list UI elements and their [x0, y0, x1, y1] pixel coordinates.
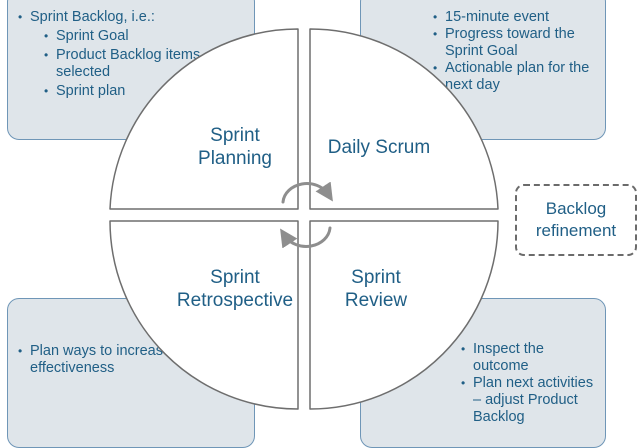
- quadrant-sprint-review: [309, 220, 499, 410]
- quadrant-daily-scrum: [309, 28, 499, 210]
- sprint-planning-label: Sprint Planning: [198, 125, 272, 169]
- sprint-backlog-sublist: Sprint Goal Product Backlog items select…: [42, 28, 246, 100]
- cycle-arrows-icon: [280, 181, 333, 249]
- sprint-planning-list: Sprint Backlog, i.e.: Sprint Goal Produc…: [16, 9, 246, 100]
- list-item: 15-minute event: [431, 9, 597, 26]
- list-item: Sprint Goal: [42, 28, 246, 45]
- daily-scrum-label: Daily Scrum: [327, 137, 431, 158]
- sprint-review-label: Sprint Review: [344, 267, 408, 311]
- quadrant-sprint-planning: [109, 28, 299, 210]
- list-item: Actionable plan for the next day: [431, 60, 597, 94]
- sprint-backlog-label: Sprint Backlog, i.e.:: [30, 9, 155, 25]
- daily-scrum-list: 15-minute event Progress toward the Spri…: [431, 9, 597, 94]
- list-item: Plan next activities – adjust Product Ba…: [459, 375, 597, 426]
- list-item: Progress toward the Sprint Goal: [431, 26, 597, 60]
- sprint-backlog-item: Sprint Backlog, i.e.: Sprint Goal Produc…: [16, 9, 246, 100]
- list-item: Inspect the outcome: [459, 341, 597, 375]
- list-item: Product Backlog items selected: [42, 47, 246, 81]
- quadrant-sprint-retrospective: [109, 220, 299, 410]
- review-list: Inspect the outcome Plan next activities…: [459, 341, 597, 426]
- backlog-refinement-box: Backlog refinement: [515, 184, 637, 256]
- sprint-retrospective-label: Sprint Retrospective: [176, 267, 294, 311]
- list-item: Sprint plan: [42, 83, 246, 100]
